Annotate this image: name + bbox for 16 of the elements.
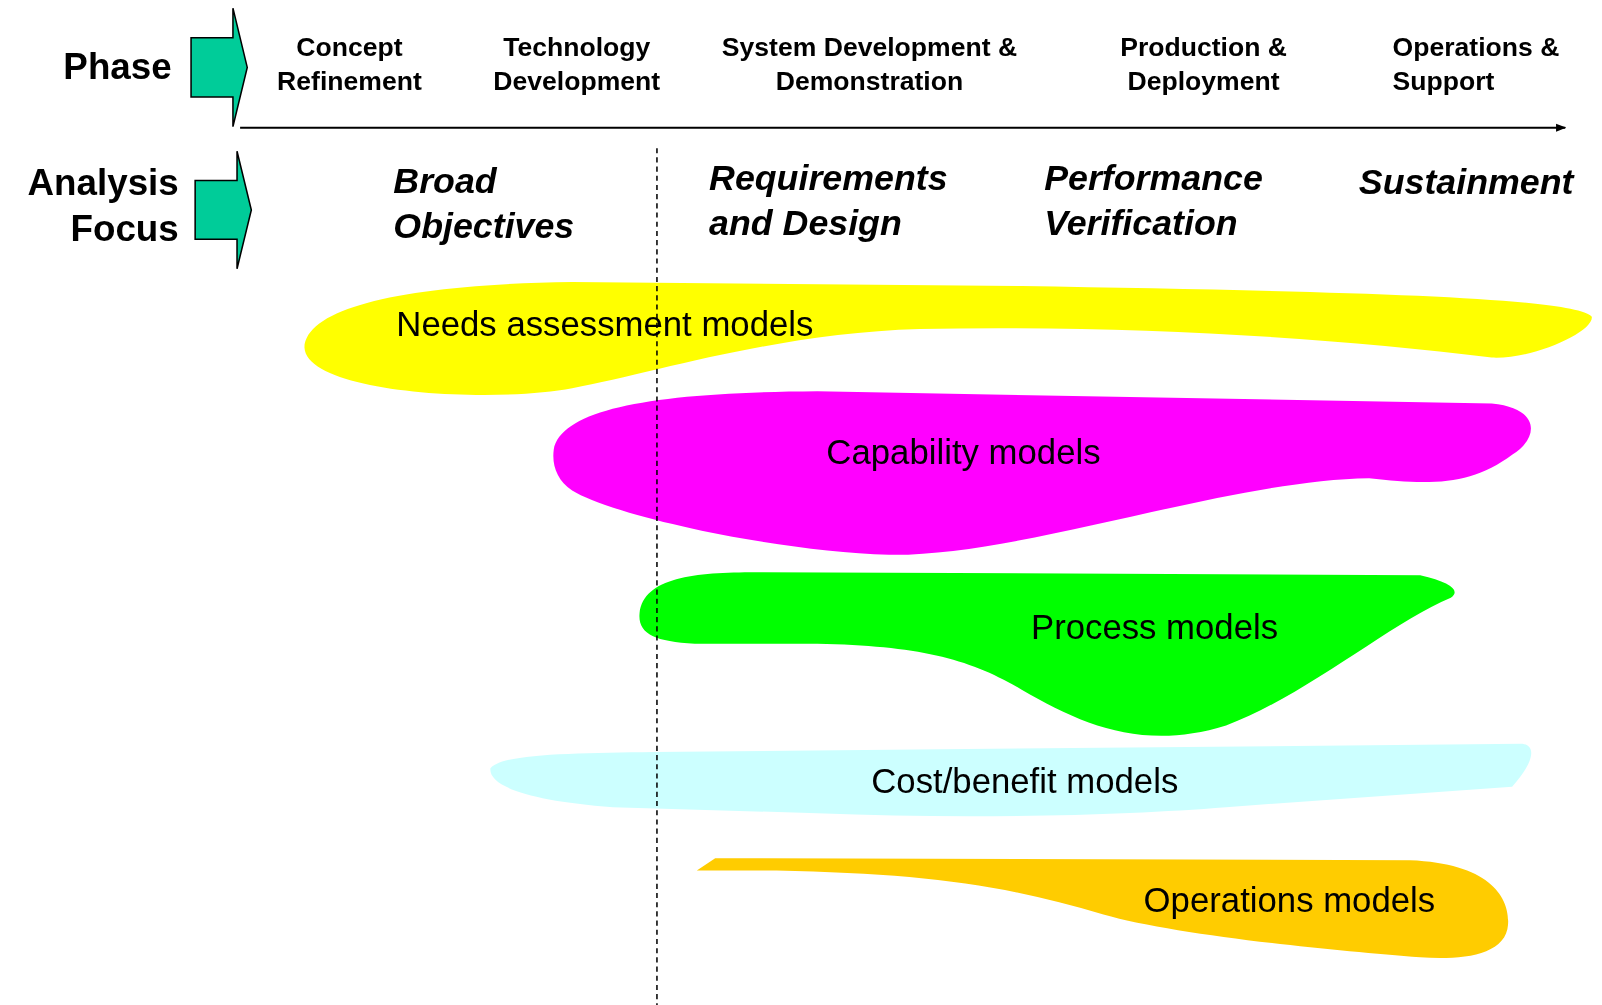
focus-label: Sustainment — [1358, 160, 1576, 204]
model-label: Operations models — [1143, 880, 1436, 921]
phase-label: System Development & Demonstration — [720, 30, 1019, 98]
row-heading: Phase — [63, 43, 173, 89]
focus-label: Performance Verification — [1044, 156, 1264, 244]
row-heading: Analysis Focus — [26, 160, 179, 252]
model-label: Process models — [1030, 607, 1279, 648]
phase-label: Technology Development — [492, 30, 662, 98]
phase-label: Concept Refinement — [276, 30, 423, 98]
model-label: Needs assessment models — [396, 303, 814, 344]
phase-label: Production & Deployment — [1119, 30, 1288, 98]
model-label: Capability models — [826, 432, 1101, 473]
phase-label: Operations & Support — [1392, 30, 1561, 98]
focus-label: Broad Objectives — [393, 159, 576, 247]
model-label: Cost/benefit models — [871, 761, 1179, 802]
focus-label: Requirements and Design — [709, 156, 949, 244]
